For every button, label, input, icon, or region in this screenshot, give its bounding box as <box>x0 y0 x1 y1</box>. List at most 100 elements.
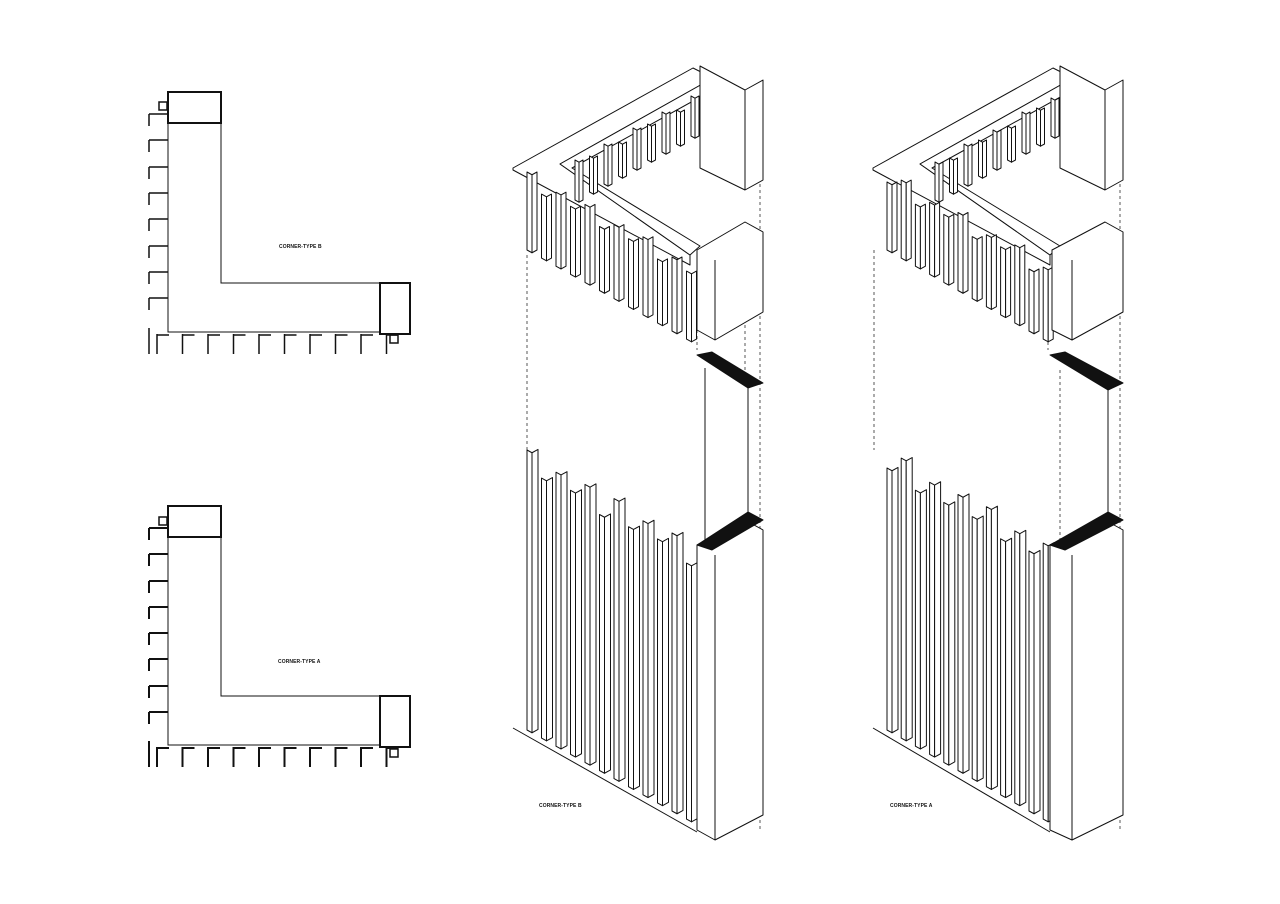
axo-a-lower-fins-fin-face-6 <box>971 516 978 782</box>
plan-b-small-square-right <box>389 334 399 344</box>
axo-a-upper-front-fin-face-2 <box>914 203 921 270</box>
axo-b-upper-front-fin-side-1 <box>546 193 552 262</box>
axo-b-lower-fins-fin-side-5 <box>604 513 611 774</box>
axo-b-lower-fins-fin-face-5 <box>599 514 605 774</box>
axo-b-lower-fins-fin-side-6 <box>618 497 626 782</box>
axo-a-lower-fins-fin-side-7 <box>990 505 998 790</box>
axo-a-upper-front-fin-face-11 <box>1042 266 1049 343</box>
axo-a-upper-front-fin-face-5 <box>957 212 964 294</box>
axo-a-lower-fins-fin-side-1 <box>905 457 913 742</box>
axo-b-upper-front-fin-side-4 <box>589 203 596 286</box>
axonometric-corner-type-b <box>512 65 764 841</box>
axo-b-upper-front-fin-side-2 <box>560 191 567 270</box>
axo-b-upper-back-fin-face-3 <box>618 141 623 179</box>
axo-a-upper-back-fin-side-6 <box>1025 111 1031 155</box>
axo-b-lower-fins-fin-side-7 <box>633 525 640 790</box>
axo-b-upper-front-fin-side-5 <box>604 226 610 294</box>
axo-b-upper-front-fin-face-0 <box>526 171 533 254</box>
axo-a-upper-front-fin-side-9 <box>1019 244 1026 327</box>
axo-b-upper-back-fin-side-6 <box>665 111 671 155</box>
axo-a-upper-front-fin-side-7 <box>990 234 997 310</box>
axo-b-base-edge <box>512 727 698 833</box>
axo-a-upper-back-fin-side-2 <box>967 143 973 187</box>
plan-a-fins-bottom <box>148 741 399 767</box>
axo-a-upper-front-fin-side-1 <box>905 179 912 262</box>
label-axo-corner-type-a: CORNER-TYPE A <box>890 803 933 809</box>
axo-a-lower-fins <box>886 457 1055 823</box>
axo-b-upper-back-fin-side-3 <box>622 141 627 179</box>
axo-a-upper-front-fins <box>886 179 1054 343</box>
axo-b-upper-front-fin-side-8 <box>647 236 654 319</box>
axo-b-upper-back-fin-face-6 <box>661 111 667 155</box>
axo-a-upper-back-fin-face-5 <box>1007 125 1012 163</box>
axo-a-lower-fins-fin-face-10 <box>1028 550 1035 815</box>
axo-a-upper-back-fin-side-1 <box>953 157 958 195</box>
axo-a-upper-back-fin-side-7 <box>1040 107 1045 147</box>
axo-a-lower-fins-fin-side-2 <box>919 489 927 750</box>
axo-b-dark-slab-bottom <box>696 511 764 551</box>
axo-a-lower-fins-fin-face-8 <box>1000 538 1007 799</box>
axo-a-upper-front-fin-face-4 <box>943 213 950 286</box>
axo-a-upper-back-fin-side-8 <box>1054 97 1060 139</box>
plan-a-small-square-right <box>389 748 399 758</box>
axo-a-lower-fins-fin-side-4 <box>948 501 956 766</box>
axo-a-lower-fins-fin-face-11 <box>1042 542 1049 823</box>
axo-a-lower-fins-fin-face-7 <box>985 506 992 790</box>
axo-a-lower-fins-fin-face-1 <box>900 457 907 742</box>
plan-a-fins-left <box>148 527 168 724</box>
axo-b-upper-front-fin-face-1 <box>541 193 547 262</box>
axo-a-dark-slab-bottom <box>1049 511 1124 551</box>
axo-a-upper-front-fin-face-6 <box>971 236 978 302</box>
axo-b-upper-front-fin-side-7 <box>633 238 639 310</box>
axo-a-base-edge <box>872 727 1051 833</box>
plan-b-column-top <box>167 91 222 124</box>
axo-b-upper-back-fin-side-2 <box>607 143 613 187</box>
axo-a-lower-fins-fin-face-2 <box>914 489 921 750</box>
plan-a-column-right <box>379 695 411 748</box>
axo-a-lower-fins-fin-face-9 <box>1014 530 1021 807</box>
axo-a-upper-front-fin-face-1 <box>900 179 907 262</box>
axo-b-upper-back-fin-side-8 <box>694 95 700 139</box>
axo-b-lower-fins-fin-side-0 <box>531 448 539 734</box>
axo-a-lower-fins-fin-side-5 <box>962 493 970 774</box>
axo-a-lower-fins-fin-side-3 <box>934 481 942 758</box>
axo-b-lower-fins-fin-side-9 <box>662 537 669 807</box>
plan-corner-type-a <box>148 505 411 767</box>
plan-corner-type-b <box>148 91 411 354</box>
axo-b-lower-fins-fin-face-1 <box>541 477 547 742</box>
axo-a-upper-column-front <box>1051 221 1124 341</box>
axo-b-upper-back-fin-side-0 <box>578 159 584 203</box>
axo-a-lower-fins-fin-face-0 <box>886 467 893 734</box>
axo-b-lower-fins-fin-face-4 <box>584 483 591 766</box>
axo-b-upper-front-fin-side-6 <box>618 224 625 302</box>
axo-b-lower-fins-fin-face-11 <box>686 562 692 823</box>
plan-b-column-right <box>379 282 411 335</box>
axo-b-dark-slab-top <box>696 351 764 389</box>
axo-a-upper-back-fin-side-3 <box>982 139 987 179</box>
axo-b-upper-back-fin-face-0 <box>574 159 580 203</box>
axo-b-upper-back-fins <box>574 95 700 203</box>
axo-a-upper-front-fin-face-10 <box>1028 268 1035 335</box>
plan-b-slab-outline <box>167 122 381 333</box>
axo-a-upper-front-fin-side-6 <box>976 236 983 302</box>
axo-b-upper-back-fin-face-8 <box>690 95 696 139</box>
axo-b-lower-fins-fin-face-8 <box>642 520 649 799</box>
axo-a-upper-front-fin-side-2 <box>919 203 926 270</box>
axo-a-upper-front-fin-face-0 <box>886 181 893 254</box>
axo-a-upper-back-fin-face-0 <box>934 161 940 203</box>
axo-b-lower-fins-fin-face-9 <box>657 538 663 807</box>
axo-b-upper-front-fin-side-11 <box>691 270 697 343</box>
axo-a-upper-front-fin-side-8 <box>1005 246 1012 319</box>
axo-a-upper-front-fin-face-3 <box>929 201 936 278</box>
label-plan-corner-type-a: CORNER-TYPE A <box>278 659 321 665</box>
axo-b-upper-front-fin-face-2 <box>555 191 562 270</box>
axo-b-upper-front-fin-side-9 <box>662 258 668 327</box>
axo-b-upper-front-fin-face-3 <box>570 205 576 278</box>
plan-b-fins-left <box>148 113 168 310</box>
axo-b-lower-fins-fin-side-8 <box>647 519 655 799</box>
label-plan-corner-type-b: CORNER-TYPE B <box>279 244 322 250</box>
axo-b-upper-back-fin-side-1 <box>593 155 598 195</box>
axo-b-upper-front-fin-side-10 <box>676 256 683 335</box>
axo-b-upper-front-fins <box>526 171 697 343</box>
